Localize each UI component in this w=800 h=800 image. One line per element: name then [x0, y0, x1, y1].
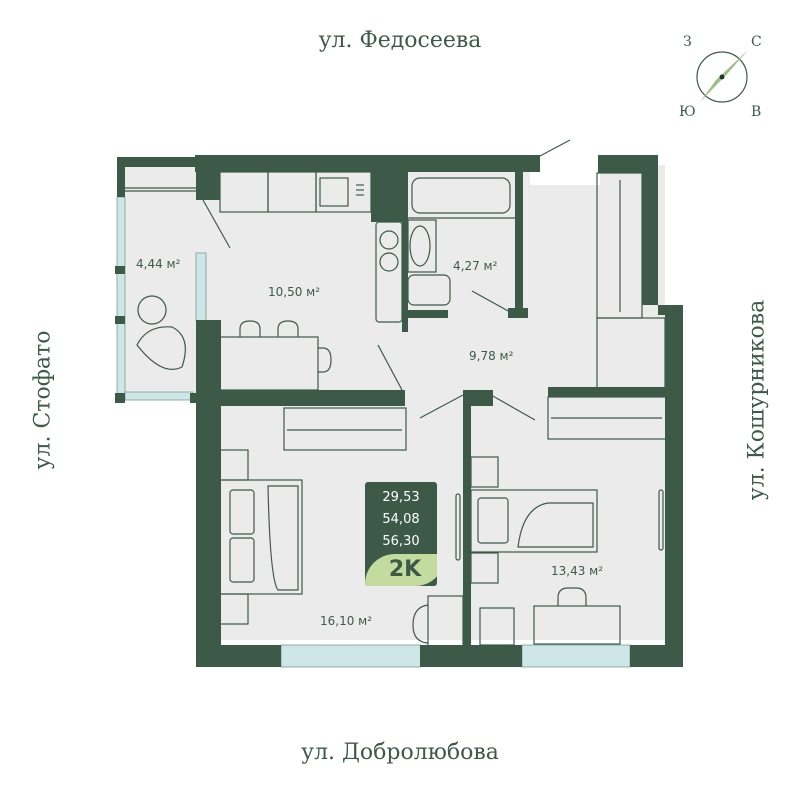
- apartment-type-label: 2K: [365, 554, 437, 586]
- room-area-bedroom-left: 16,10 м²: [320, 614, 372, 628]
- compass-west-label: З: [683, 34, 692, 50]
- total-area-value: 54,08: [382, 512, 420, 527]
- room-area-bedroom-right: 13,43 м²: [551, 564, 603, 578]
- room-area-bathroom: 4,27 м²: [453, 259, 498, 273]
- furniture: [125, 139, 667, 647]
- room-area-hallway: 9,78 м²: [469, 349, 514, 363]
- street-label-top: ул. Федосеева: [318, 28, 482, 53]
- apartment-info-badge: 29,53 54,08 56,30 2K: [365, 482, 437, 586]
- street-label-bottom: ул. Добролюбова: [301, 740, 499, 765]
- compass-icon: [696, 50, 748, 103]
- living-area-value: 29,53: [382, 490, 420, 505]
- total-area-with-balcony-value: 56,30: [382, 534, 420, 549]
- walls: [115, 155, 683, 667]
- room-area-kitchen: 10,50 м²: [268, 285, 320, 299]
- compass-east-label: В: [751, 104, 762, 120]
- compass-north-label: С: [751, 34, 762, 50]
- room-area-balcony: 4,44 м²: [136, 257, 181, 271]
- compass-south-label: Ю: [679, 104, 696, 120]
